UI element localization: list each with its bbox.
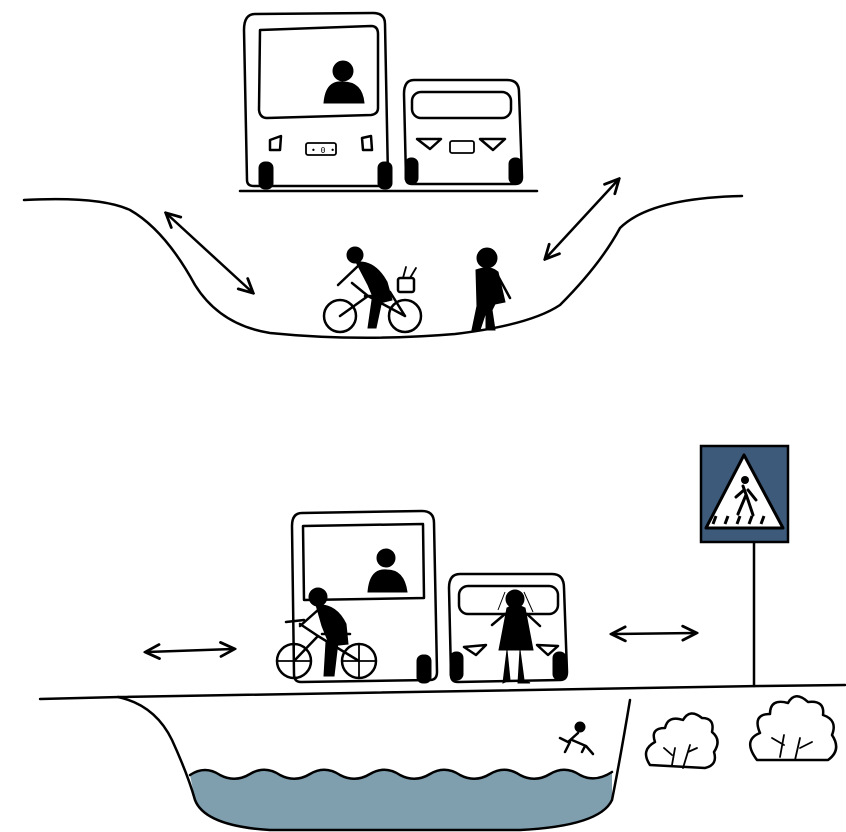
top-scene: • 0 • (22, 11, 744, 339)
driver-body (323, 81, 365, 104)
bus-bottom (290, 509, 439, 684)
cyclist-bottom (275, 587, 378, 680)
child-pedestrian (490, 589, 542, 684)
bottom-scene (38, 444, 846, 832)
pedestrian-crossing-sign-icon (699, 444, 790, 544)
bus-top: • 0 • (242, 11, 393, 190)
car-top (402, 78, 524, 186)
figure-in-ditch (558, 721, 595, 756)
cyclist-top (322, 246, 423, 334)
double-arrow-icon (167, 214, 252, 292)
pedestrian-top (471, 247, 512, 331)
top-valley-line (22, 194, 744, 339)
bush-right (749, 695, 838, 762)
double-arrow-icon (147, 649, 233, 652)
svg-text:• 0 •: • 0 • (311, 146, 335, 155)
double-arrow-icon (613, 633, 695, 634)
double-arrow-icon (546, 180, 618, 258)
driver-head (332, 60, 354, 82)
bush-left (644, 712, 719, 770)
water (190, 769, 612, 830)
bottom-road-line (38, 683, 846, 701)
car-bottom (447, 572, 569, 684)
bottom-ditch (116, 695, 632, 832)
